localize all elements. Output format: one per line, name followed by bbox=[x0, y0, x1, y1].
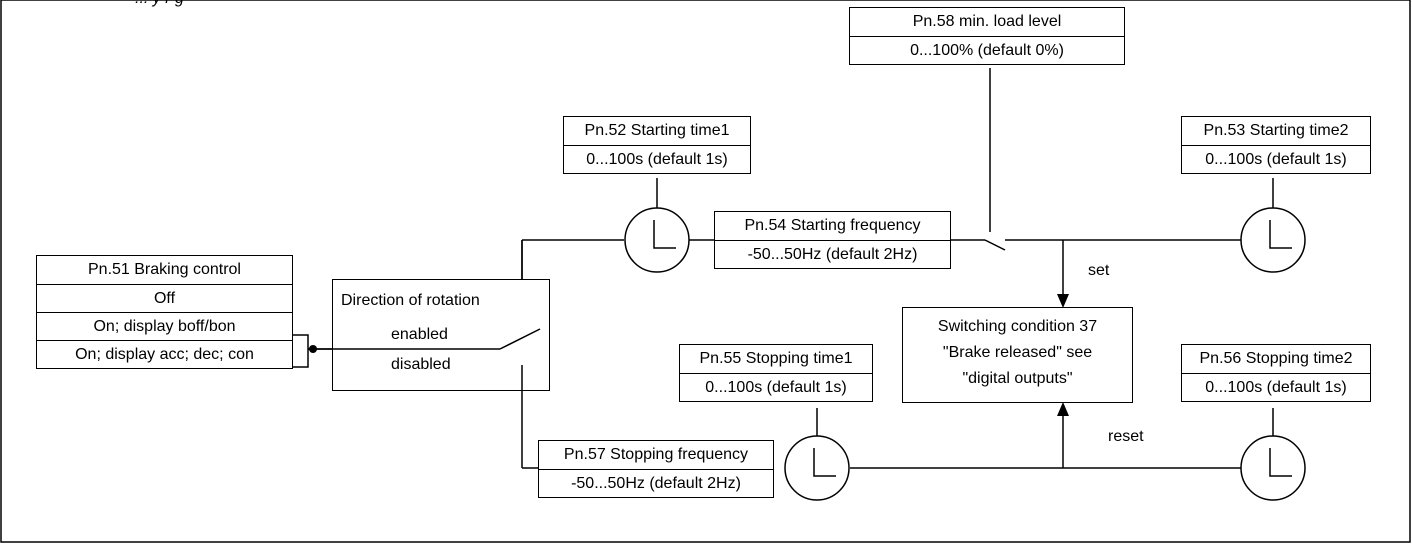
timer-clock-icon bbox=[624, 207, 690, 273]
set-label: set bbox=[1088, 262, 1110, 279]
pn54-title: Pn.54 Starting frequency bbox=[744, 217, 921, 234]
reset-arrow-head bbox=[1057, 402, 1069, 416]
timer-clock-icon bbox=[784, 435, 850, 501]
pn53-title: Pn.53 Starting time2 bbox=[1203, 122, 1349, 139]
switching-line3: "digital outputs" bbox=[962, 370, 1073, 387]
pn51-option-display-acc-dec-con: On; display acc; dec; con bbox=[37, 340, 292, 368]
reset-label: reset bbox=[1108, 428, 1144, 445]
pn56-stopping-time2-box: Pn.56 Stopping time2 0...100s (default 1… bbox=[1181, 344, 1371, 402]
pn58-range: 0...100% (default 0%) bbox=[850, 36, 1124, 64]
switching-condition-box: Switching condition 37 "Brake released" … bbox=[902, 307, 1133, 403]
header-fragment: ... y r g bbox=[135, 0, 184, 8]
pn56-title: Pn.56 Stopping time2 bbox=[1199, 350, 1353, 367]
pn55-stopping-time1-box: Pn.55 Stopping time1 0...100s (default 1… bbox=[679, 344, 873, 402]
pn51-braking-control-box: Pn.51 Braking control Off On; display bo… bbox=[36, 255, 293, 369]
pn54-starting-frequency-box: Pn.54 Starting frequency -50...50Hz (def… bbox=[714, 211, 951, 269]
pn57-stopping-frequency-box: Pn.57 Stopping frequency -50...50Hz (def… bbox=[538, 440, 774, 498]
pn54-range: -50...50Hz (default 2Hz) bbox=[715, 240, 950, 268]
timer-clock-icon bbox=[1240, 435, 1306, 501]
switching-line1: Switching condition 37 bbox=[937, 318, 1098, 335]
pn57-range: -50...50Hz (default 2Hz) bbox=[539, 469, 773, 497]
pn58-title: Pn.58 min. load level bbox=[912, 13, 1062, 30]
set-arrow-head bbox=[1057, 294, 1069, 308]
pn52-range: 0...100s (default 1s) bbox=[564, 145, 750, 173]
pn53-starting-time2-box: Pn.53 Starting time2 0...100s (default 1… bbox=[1181, 116, 1371, 174]
junction-dot bbox=[309, 345, 317, 353]
direction-disabled: disabled bbox=[391, 356, 451, 373]
pn51-title: Pn.51 Braking control bbox=[88, 261, 241, 278]
pn56-range: 0...100s (default 1s) bbox=[1182, 373, 1370, 401]
pn52-title: Pn.52 Starting time1 bbox=[584, 122, 730, 139]
pn57-title: Pn.57 Stopping frequency bbox=[563, 446, 749, 463]
pn55-range: 0...100s (default 1s) bbox=[680, 373, 872, 401]
pn53-range: 0...100s (default 1s) bbox=[1182, 145, 1370, 173]
direction-enabled: enabled bbox=[391, 326, 448, 343]
timer-clock-icon bbox=[1240, 207, 1306, 273]
pn55-title: Pn.55 Stopping time1 bbox=[699, 350, 853, 367]
pn52-starting-time1-box: Pn.52 Starting time1 0...100s (default 1… bbox=[563, 116, 751, 174]
pn58-min-load-level-box: Pn.58 min. load level 0...100% (default … bbox=[849, 7, 1125, 65]
pn51-option-display-boff-bon: On; display boff/bon bbox=[37, 312, 292, 340]
direction-of-rotation-box: Direction of rotation enabled disabled bbox=[332, 279, 550, 391]
direction-title: Direction of rotation bbox=[341, 292, 480, 309]
pn51-option-off: Off bbox=[37, 284, 292, 312]
switching-line2: "Brake released" see bbox=[942, 344, 1093, 361]
